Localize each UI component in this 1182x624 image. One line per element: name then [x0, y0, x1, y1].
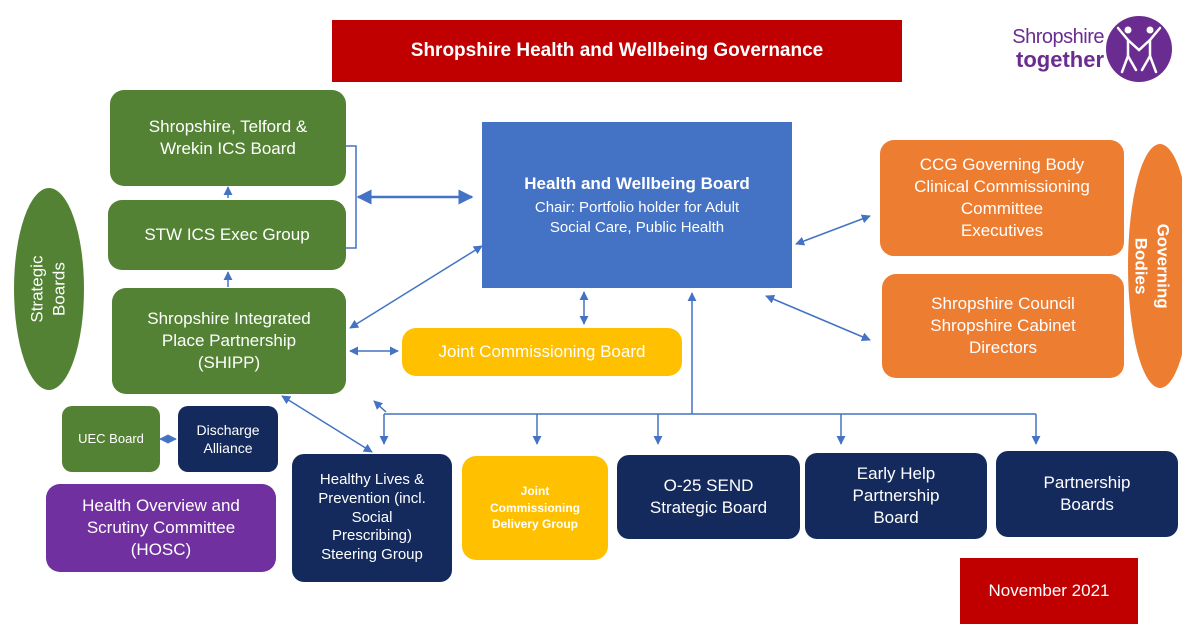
date-badge: November 2021: [960, 558, 1138, 624]
stw-ics-board-node: Shropshire, Telford &Wrekin ICS Board: [110, 90, 346, 186]
logo-emblem-icon: [1106, 16, 1172, 82]
uec-board-node: UEC Board: [62, 406, 160, 472]
shipp-bus-arrow: [373, 400, 387, 413]
shipp-hwb-arrow: [349, 245, 483, 329]
diagram-title: Shropshire Health and Wellbeing Governan…: [332, 20, 902, 82]
stw-ics-exec-group-node: STW ICS Exec Group: [108, 200, 346, 270]
health-wellbeing-board-node: Health and Wellbeing Board Chair: Portfo…: [482, 122, 792, 288]
joint-commissioning-board-node: Joint Commissioning Board: [402, 328, 682, 376]
shropshire-together-logo: Shropshire together: [996, 14, 1176, 84]
hwb-council-arrow: [765, 295, 871, 341]
shipp-healthy-lives-arrow: [281, 395, 373, 453]
hwb-ccg-arrow: [795, 214, 871, 246]
ics-bracket: [346, 145, 357, 249]
